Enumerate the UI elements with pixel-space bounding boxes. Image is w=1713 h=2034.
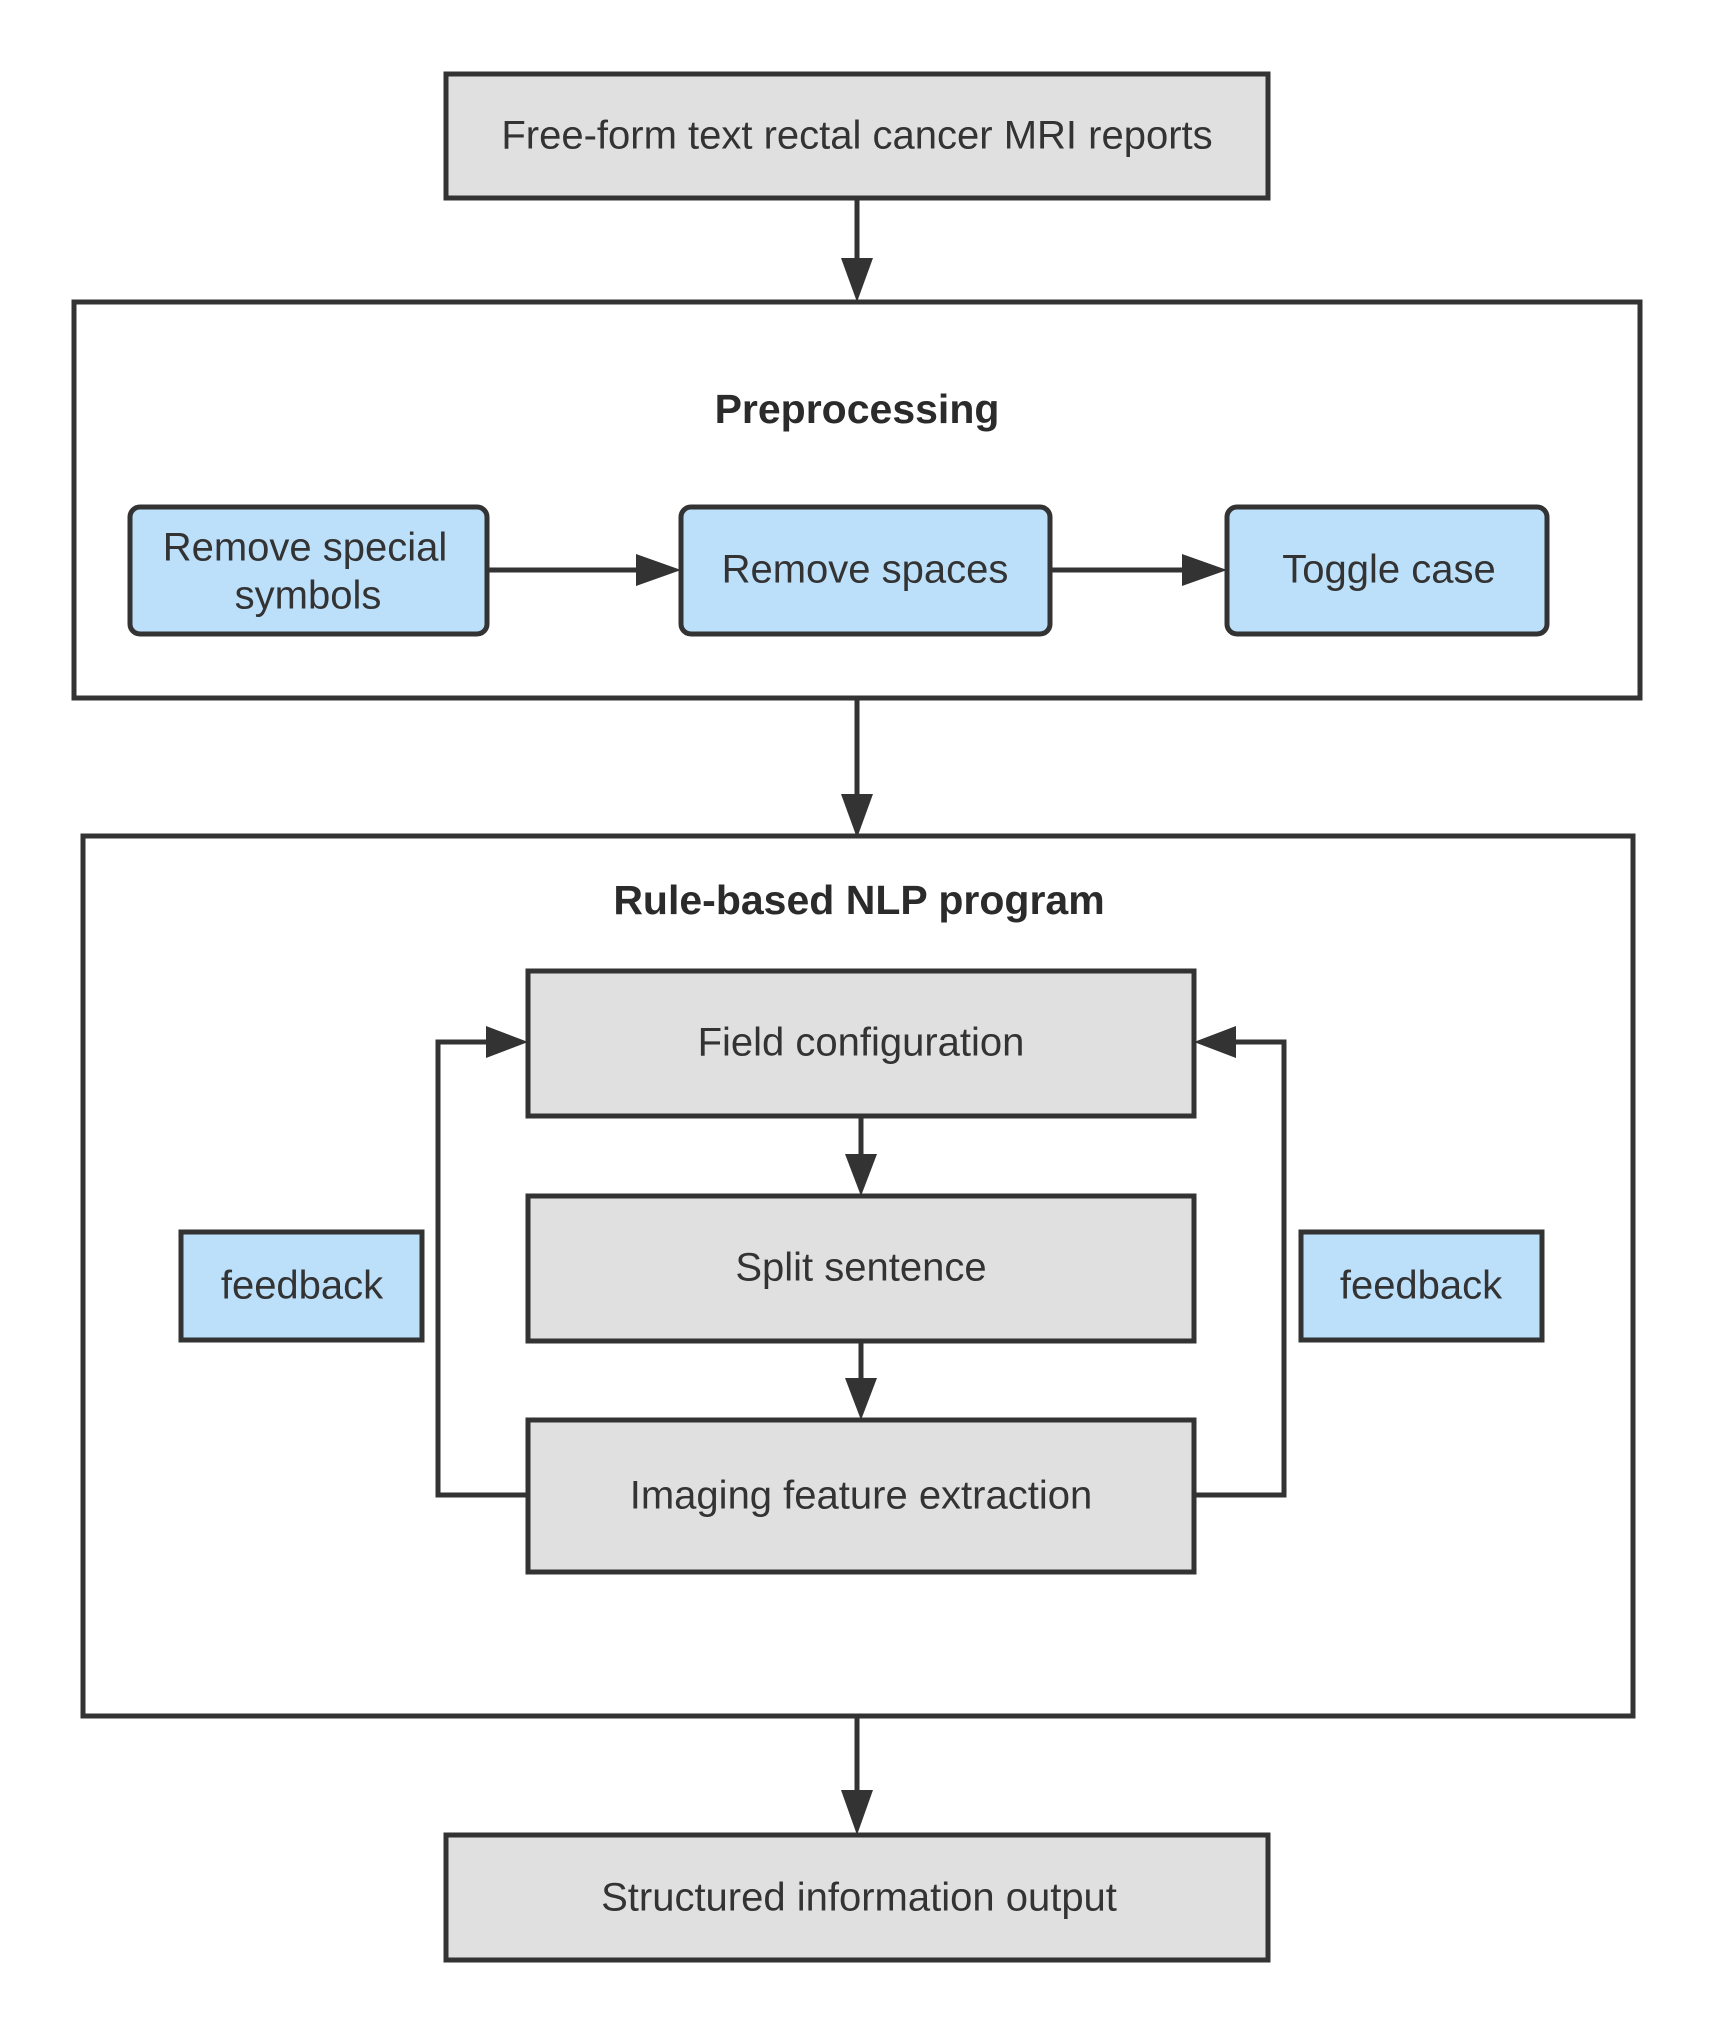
arrowhead-right-icon [1182,554,1227,586]
edge-field-to-split [845,1116,877,1196]
output-node: Structured information output [443,1832,1271,1963]
feedback-left-node: feedback [178,1229,425,1343]
imaging-feature-extraction-node: Imaging feature extraction [525,1417,1197,1575]
input-node-label: Free-form text rectal cancer MRI reports [501,114,1212,158]
toggle-case-label: Toggle case [1282,548,1495,592]
split-sentence-node: Split sentence [525,1193,1197,1344]
arrowhead-right-icon [636,554,681,586]
arrowhead-down-icon [845,1154,877,1196]
nlp-program-title: Rule-based NLP program [613,877,1104,923]
edge-preprocessing-to-nlp [841,698,873,838]
output-node-label: Structured information output [601,1876,1117,1920]
feedback-left-label: feedback [221,1264,384,1308]
edge-split-to-imaging [845,1341,877,1420]
remove-spaces-node: Remove spaces [678,504,1053,637]
toggle-case-node: Toggle case [1224,504,1550,637]
preprocessing-title: Preprocessing [715,386,1000,432]
arrowhead-down-icon [841,1790,873,1835]
arrowhead-down-icon [841,258,873,302]
edge-special-to-spaces [487,554,681,586]
field-configuration-node: Field configuration [525,968,1197,1119]
arrowhead-left-icon [1194,1026,1236,1058]
remove-spaces-label: Remove spaces [722,548,1009,592]
edge-nlp-to-output [841,1716,873,1835]
edge-spaces-to-toggle [1050,554,1227,586]
preprocessing-group: Preprocessing [71,299,1643,701]
input-node: Free-form text rectal cancer MRI reports [443,71,1271,201]
feedback-right-label: feedback [1340,1264,1503,1308]
arrowhead-down-icon [841,794,873,838]
edge-input-to-preprocessing [841,198,873,302]
imaging-feature-extraction-label: Imaging feature extraction [630,1474,1092,1518]
remove-special-symbols-label-line2: symbols [235,574,382,618]
edge-feedback-left [435,1026,528,1498]
remove-special-symbols-node: Remove special symbols [127,504,490,637]
arrowhead-right-icon [486,1026,528,1058]
remove-special-symbols-label-line1: Remove special [163,526,448,570]
field-configuration-label: Field configuration [698,1021,1025,1065]
feedback-right-node: feedback [1298,1229,1545,1343]
edge-feedback-right [1194,1026,1287,1498]
arrowhead-down-icon [845,1378,877,1420]
split-sentence-label: Split sentence [735,1246,986,1290]
